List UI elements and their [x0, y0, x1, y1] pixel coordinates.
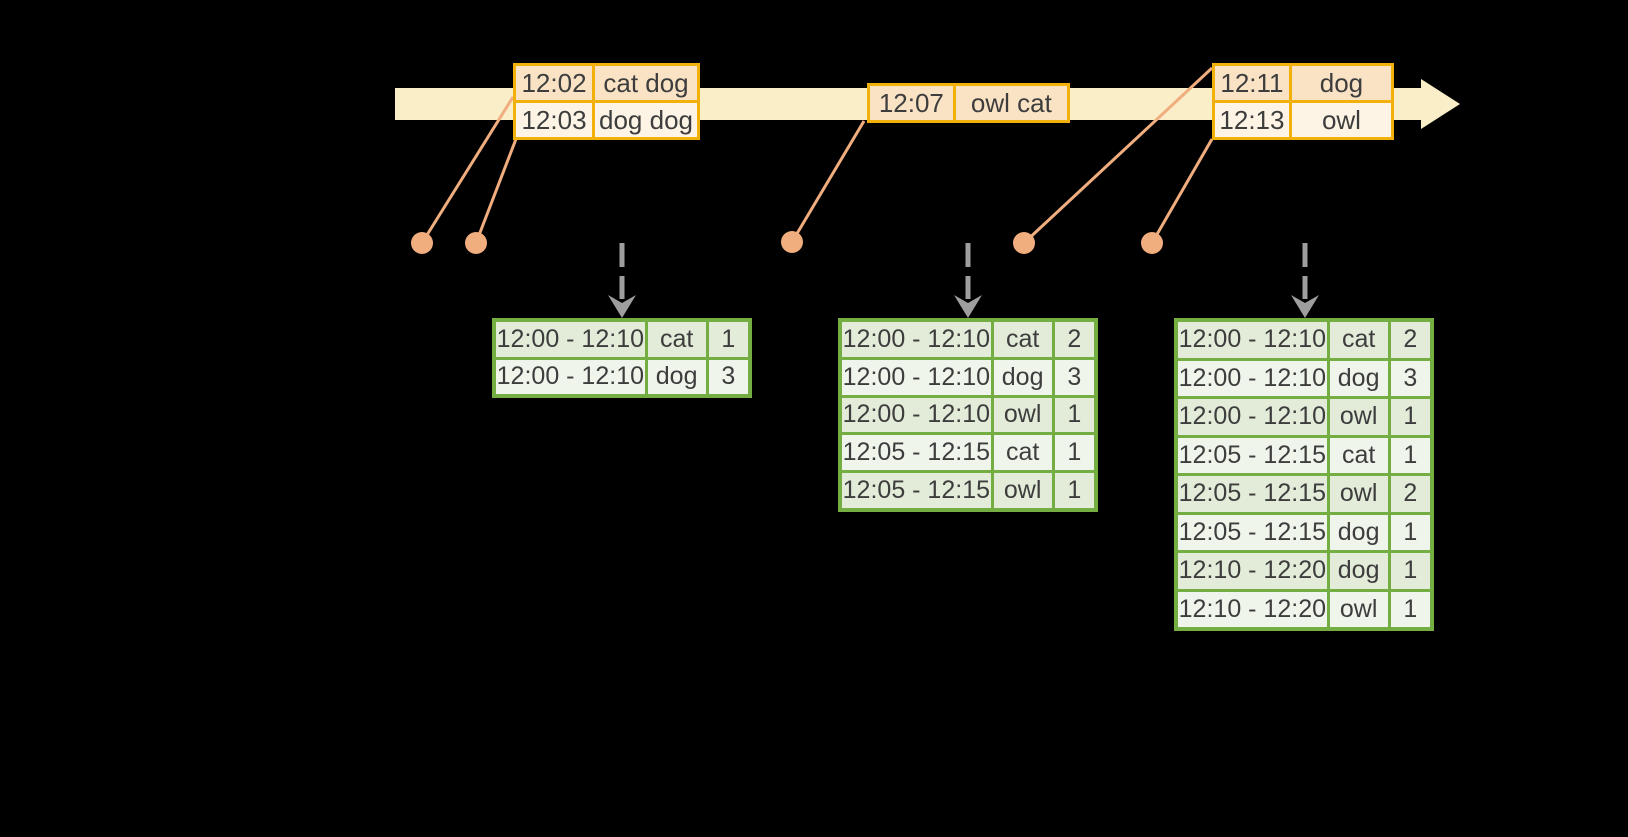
word-cell: cat	[647, 322, 706, 357]
count-cell: 3	[1054, 359, 1094, 395]
event-time-cell: 12:03	[516, 103, 593, 137]
event-connector-line	[790, 120, 866, 243]
window-cell: 12:10 - 12:20	[1178, 591, 1327, 627]
event-table-2: 12:07 owl cat	[867, 83, 1070, 123]
trigger-arrow-icon	[608, 243, 636, 318]
window-cell: 12:05 - 12:15	[1178, 437, 1327, 473]
event-connector-line	[1150, 138, 1214, 244]
count-cell: 1	[1054, 397, 1094, 433]
word-cell: dog	[1329, 514, 1388, 550]
count-cell: 2	[1390, 476, 1430, 512]
result-table-2: 12:00 - 12:10 cat 2 12:00 - 12:10 dog 3 …	[838, 318, 1098, 512]
window-cell: 12:05 - 12:15	[842, 473, 991, 508]
count-cell: 1	[1390, 553, 1430, 589]
event-table-3: 12:11 dog 12:13 owl	[1212, 63, 1394, 140]
count-cell: 1	[1054, 435, 1094, 471]
count-cell: 1	[1390, 591, 1430, 627]
window-cell: 12:10 - 12:20	[1178, 553, 1327, 589]
event-words-cell: owl cat	[955, 86, 1067, 120]
count-cell: 1	[708, 322, 748, 357]
word-cell: owl	[1329, 476, 1388, 512]
word-cell: dog	[1329, 360, 1388, 396]
word-cell: owl	[993, 473, 1052, 508]
count-cell: 2	[1390, 322, 1430, 358]
event-dot	[1013, 232, 1035, 254]
trigger-arrow-icon	[1291, 243, 1319, 318]
event-words-cell: owl	[1291, 103, 1391, 137]
event-time-cell: 12:13	[1215, 103, 1289, 137]
window-cell: 12:00 - 12:10	[842, 397, 991, 433]
word-cell: cat	[1329, 437, 1388, 473]
window-cell: 12:00 - 12:10	[842, 322, 991, 357]
word-cell: dog	[1329, 553, 1388, 589]
event-words-cell: cat dog	[595, 66, 697, 100]
window-cell: 12:00 - 12:10	[1178, 360, 1327, 396]
word-cell: cat	[1329, 322, 1388, 358]
count-cell: 1	[1054, 473, 1094, 508]
word-cell: owl	[1329, 591, 1388, 627]
event-connector-line	[420, 96, 515, 244]
event-connector-line	[1022, 66, 1214, 245]
word-cell: owl	[1329, 399, 1388, 435]
count-cell: 1	[1390, 437, 1430, 473]
result-table-3: 12:00 - 12:10 cat 2 12:00 - 12:10 dog 3 …	[1174, 318, 1434, 631]
word-cell: cat	[993, 322, 1052, 357]
window-cell: 12:00 - 12:10	[1178, 322, 1327, 358]
event-dot	[1141, 232, 1163, 254]
event-dot	[465, 232, 487, 254]
count-cell: 1	[1390, 514, 1430, 550]
word-cell: dog	[647, 359, 706, 394]
event-dot	[781, 231, 803, 253]
word-cell: dog	[993, 359, 1052, 395]
window-cell: 12:05 - 12:15	[1178, 514, 1327, 550]
event-words-cell: dog dog	[595, 103, 697, 137]
count-cell: 3	[1390, 360, 1430, 396]
count-cell: 1	[1390, 399, 1430, 435]
event-time-cell: 12:07	[870, 86, 953, 120]
word-cell: cat	[993, 435, 1052, 471]
event-connector-line	[474, 138, 518, 244]
window-cell: 12:05 - 12:15	[842, 435, 991, 471]
window-cell: 12:00 - 12:10	[496, 359, 645, 394]
word-cell: owl	[993, 397, 1052, 433]
count-cell: 2	[1054, 322, 1094, 357]
window-cell: 12:00 - 12:10	[496, 322, 645, 357]
event-time-cell: 12:11	[1215, 66, 1289, 100]
count-cell: 3	[708, 359, 748, 394]
window-cell: 12:00 - 12:10	[1178, 399, 1327, 435]
result-table-1: 12:00 - 12:10 cat 1 12:00 - 12:10 dog 3	[492, 318, 752, 398]
event-dot	[411, 232, 433, 254]
event-time-cell: 12:02	[516, 66, 593, 100]
trigger-arrow-icon	[954, 243, 982, 318]
window-cell: 12:00 - 12:10	[842, 359, 991, 395]
event-table-1: 12:02 cat dog 12:03 dog dog	[513, 63, 700, 140]
window-cell: 12:05 - 12:15	[1178, 476, 1327, 512]
event-words-cell: dog	[1291, 66, 1391, 100]
